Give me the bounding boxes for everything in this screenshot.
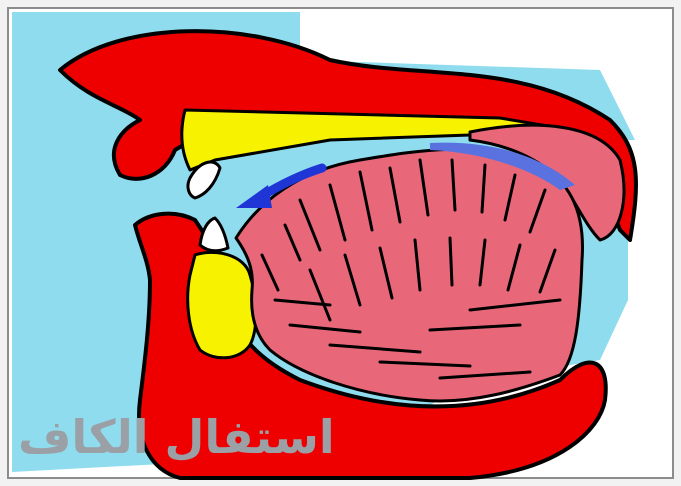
lower-jaw-bone [188, 252, 256, 357]
caption: استفال الكاف [18, 402, 338, 472]
